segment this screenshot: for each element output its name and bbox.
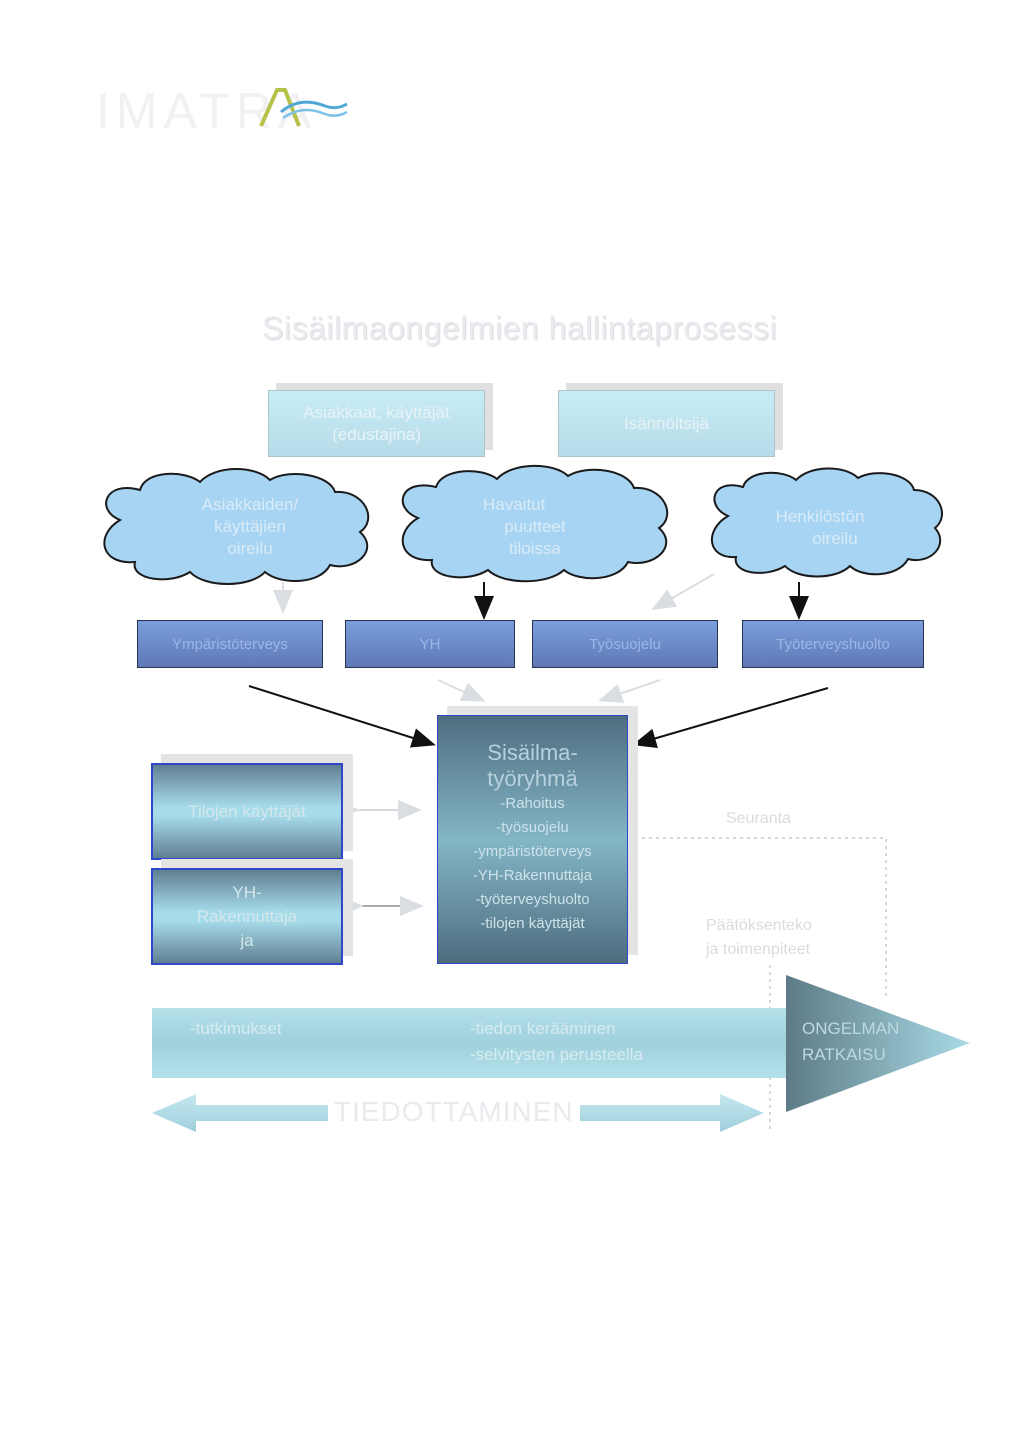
box-indoor-air-working-group: Sisäilma- työryhmä -Rahoitus -työsuojelu… <box>437 715 628 964</box>
arrow-text-studies: -tutkimukset <box>190 1019 282 1038</box>
group-item: -työterveyshuolto <box>475 891 590 908</box>
box-customers-line-1: Asiakkaat, käyttäjät <box>303 402 450 422</box>
group-title-line-1: Sisäilma- <box>487 740 578 765</box>
group-item: -työsuojelu <box>496 819 569 836</box>
cloud-customers-line-2: käyttäjien <box>214 517 286 536</box>
group-title-line-2: työryhmä <box>487 766 578 791</box>
box-property-manager-label: Isännöitsijä <box>623 413 710 433</box>
box-yh-builder-line-2: Rakennuttaja <box>196 906 298 926</box>
arrow-text-mid-line-1: -tiedon kerääminen <box>470 1019 616 1038</box>
cloud-customers-line-3: oireilu <box>227 539 273 558</box>
logo-letter-a-shape <box>259 88 301 127</box>
box-facility-users-label: Tilojen käyttäjät <box>188 801 306 821</box>
bar-environmental-health-label: Ympäristöterveys <box>172 635 288 653</box>
cloud-staff-line-1: Henkilöstön <box>775 507 865 526</box>
cloud-customers-symptoms <box>103 468 370 585</box>
box-yh-builder-line-1: YH- <box>232 882 262 902</box>
arrow-text-head-line-1: ONGELMAN <box>802 1019 900 1038</box>
label-communication: TIEDOTTAMINEN <box>328 1096 580 1128</box>
group-item: -tilojen käyttäjät <box>480 915 585 932</box>
logo-wave-line-1 <box>280 100 348 114</box>
group-item: -Rahoitus <box>500 795 565 812</box>
bar-occupational-safety: Työsuojelu <box>532 620 718 668</box>
label-decision-line-2: ja toimenpiteet <box>706 941 811 958</box>
cloud-defects-text: Havaitut puutteet tiloissa <box>455 494 615 560</box>
bar-yh: YH <box>345 620 515 668</box>
bar-occupational-health-label: Työterveyshuolto <box>776 635 890 653</box>
bar-occupational-health: Työterveyshuolto <box>742 620 924 668</box>
box-yh-builder-line-3: ja <box>240 930 254 950</box>
arrow-cloud3-to-safety <box>651 573 715 610</box>
bar-yh-label: YH <box>419 635 441 653</box>
arrow-safety-to-group <box>598 679 661 703</box>
bar-occupational-safety-label: Työsuojelu <box>589 635 661 653</box>
arrow-health-to-group <box>632 687 829 748</box>
box-customers-line-2: (edustajina) <box>332 424 421 444</box>
diagram-title: Sisäilmaongelmien hallintaprosessi <box>262 310 778 346</box>
box-customers: Asiakkaat, käyttäjät (edustajina) <box>268 390 485 457</box>
box-facility-users: Tilojen käyttäjät <box>151 763 343 860</box>
cloud-customers-text: Asiakkaiden/ käyttäjien oireilu <box>150 494 350 560</box>
big-arrow-body <box>152 1008 792 1078</box>
cloud-observed-defects <box>401 464 669 583</box>
logo-wave-line-2 <box>282 108 348 120</box>
group-item: -YH-Rakennuttaja <box>472 867 593 884</box>
cloud-customers-line-1: Asiakkaiden/ <box>201 495 299 514</box>
label-decision-making: Päätöksenteko ja toimenpiteet <box>706 914 812 962</box>
cloud-defects-line-3: tiloissa <box>509 539 561 558</box>
box-yh-builder: YH- Rakennuttaja ja <box>151 868 343 965</box>
group-item: -ympäristöterveys <box>473 843 592 860</box>
arrow-env-to-group <box>248 685 436 748</box>
label-followup: Seuranta <box>726 810 791 827</box>
label-decision-line-1: Päätöksenteko <box>706 917 812 934</box>
arrow-yh-to-group <box>437 679 486 702</box>
cloud-staff-text: Henkilöstön oireilu <box>745 506 895 550</box>
box-property-manager: Isännöitsijä <box>558 390 775 457</box>
arrow-text-solution: ONGELMAN RATKAISU <box>802 1016 899 1068</box>
cloud-defects-line-2: puutteet <box>504 517 566 536</box>
logo-wave-icon <box>259 88 348 127</box>
arrow-text-mid-line-2: -selvitysten perusteella <box>470 1045 643 1064</box>
big-arrow-head <box>786 975 970 1112</box>
cloud-staff-line-2: oireilu <box>812 529 858 548</box>
dashed-followup-line <box>628 837 887 1000</box>
bar-environmental-health: Ympäristöterveys <box>137 620 323 668</box>
cloud-staff-symptoms <box>711 467 943 578</box>
arrow-text-head-line-2: RATKAISU <box>802 1045 886 1064</box>
arrow-text-data-collection: -tiedon kerääminen -selvitysten perustee… <box>470 1016 643 1068</box>
cloud-defects-line-1: Havaitut <box>483 495 546 514</box>
